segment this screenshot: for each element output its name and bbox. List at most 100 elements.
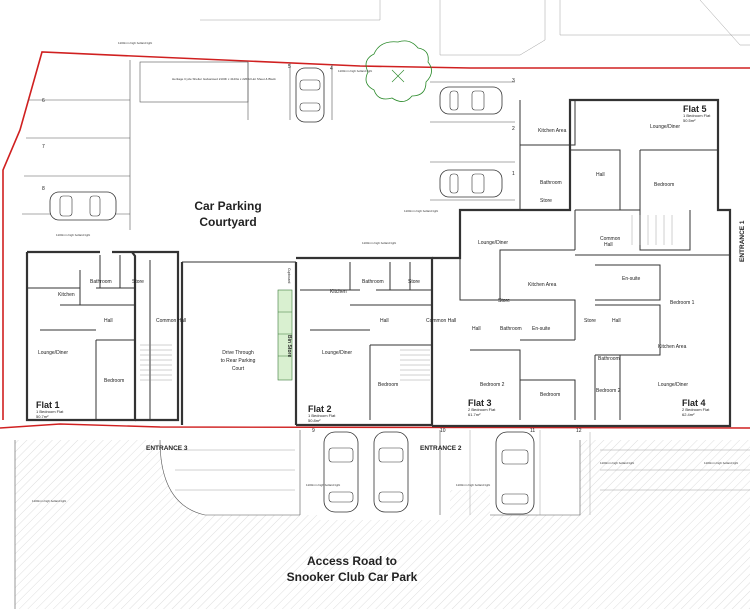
svg-text:61.7m²: 61.7m² [468, 412, 481, 417]
flat-5-label: Flat 5 1 Bedroom Flat 50.5m² [683, 104, 711, 123]
cupboard-label: Cupboard [287, 268, 291, 283]
svg-text:1100mm high bollard light: 1100mm high bollard light [404, 209, 438, 213]
svg-text:Store: Store [498, 298, 510, 304]
svg-text:Bathroom: Bathroom [362, 279, 384, 285]
svg-text:Kitchen Area: Kitchen Area [658, 344, 687, 350]
svg-text:1100mm high bollard light: 1100mm high bollard light [338, 69, 372, 73]
svg-text:Kitchen: Kitchen [58, 292, 75, 298]
flat-2-label: Flat 2 1 Bedroom Flat 50.8m² [308, 404, 336, 423]
svg-text:Flat 2: Flat 2 [308, 404, 332, 414]
drive-label-3: Court [232, 366, 245, 372]
svg-text:8: 8 [42, 186, 45, 192]
svg-text:1: 1 [512, 171, 515, 177]
svg-text:Hall: Hall [596, 172, 605, 178]
svg-text:7: 7 [42, 144, 45, 150]
svg-text:1100mm high bollard light: 1100mm high bollard light [306, 483, 340, 487]
svg-text:10: 10 [440, 428, 446, 434]
svg-text:1100mm high bollard light: 1100mm high bollard light [56, 233, 90, 237]
entrance-2-label: ENTRANCE 2 [420, 445, 462, 452]
svg-text:Flat 1: Flat 1 [36, 400, 60, 410]
car-front-2 [373, 431, 409, 513]
svg-text:Lounge/Diner: Lounge/Diner [658, 382, 688, 388]
car-right-upper [439, 86, 503, 115]
svg-text:Bathroom: Bathroom [598, 356, 620, 362]
svg-text:Bedroom: Bedroom [378, 382, 398, 388]
svg-text:Common Hall: Common Hall [156, 318, 186, 324]
bin-store: Bin Store Cupboard [277, 268, 293, 381]
svg-text:6: 6 [42, 98, 45, 104]
svg-text:62.4m²: 62.4m² [682, 412, 695, 417]
svg-text:Bedroom 2: Bedroom 2 [480, 382, 505, 388]
svg-text:Hall: Hall [380, 318, 389, 324]
svg-text:3: 3 [512, 78, 515, 84]
svg-text:Bedroom: Bedroom [540, 392, 560, 398]
svg-text:Flat 5: Flat 5 [683, 104, 707, 114]
flat-4-rooms: En-suite Bedroom 1 Hall Store Bathroom K… [584, 276, 695, 394]
svg-text:Lounge/Diner: Lounge/Diner [322, 350, 352, 356]
svg-text:Bedroom 2: Bedroom 2 [596, 388, 621, 394]
svg-text:Hall: Hall [104, 318, 113, 324]
drive-label-1: Drive Through [222, 350, 254, 356]
svg-text:Kitchen: Kitchen [330, 289, 347, 295]
svg-text:Store: Store [132, 279, 144, 285]
svg-text:Flat 3: Flat 3 [468, 398, 492, 408]
svg-text:50.8m²: 50.8m² [308, 418, 321, 423]
bin-store-label: Bin Store [286, 335, 292, 357]
svg-text:Bathroom: Bathroom [540, 180, 562, 186]
svg-text:11: 11 [530, 428, 535, 434]
svg-text:9: 9 [312, 428, 315, 434]
space-numbers: 1 2 3 4 5 6 7 8 9 10 11 12 [42, 64, 582, 434]
svg-text:2 Bedroom Flat: 2 Bedroom Flat [682, 407, 710, 412]
svg-text:50.5m²: 50.5m² [683, 118, 696, 123]
flat-3-label: Flat 3 2 Bedroom Flat 61.7m² [468, 398, 496, 417]
car-front-1 [323, 431, 359, 513]
flat-2-rooms: Kitchen Bathroom Store Hall Lounge/Diner… [322, 279, 456, 388]
flat-5-rooms: Kitchen Area Lounge/Diner Hall Bathroom … [538, 124, 680, 248]
courtyard-title-1: Car Parking [194, 199, 261, 213]
site-boundary [2, 51, 750, 420]
svg-text:Bathroom: Bathroom [500, 326, 522, 332]
svg-text:Lounge/Diner: Lounge/Diner [650, 124, 680, 130]
svg-text:2: 2 [512, 126, 515, 132]
bollard-light-notes: 1100mm high bollard light 1100mm high bo… [32, 41, 738, 503]
courtyard-title-2: Courtyard [199, 215, 256, 229]
svg-text:1100mm high bollard light: 1100mm high bollard light [32, 499, 66, 503]
svg-text:2 Bedroom Flat: 2 Bedroom Flat [468, 407, 496, 412]
svg-text:Hall: Hall [604, 242, 613, 248]
svg-text:1 Bedroom Flat: 1 Bedroom Flat [683, 113, 711, 118]
site-boundary-lower [0, 423, 750, 429]
building-walls [25, 98, 732, 428]
flat-1-label: Flat 1 1 Bedroom Flat 50.7m² [36, 400, 64, 419]
svg-text:1100mm high bollard light: 1100mm high bollard light [362, 241, 396, 245]
parked-cars [49, 67, 535, 515]
road-title-2: Snooker Club Car Park [287, 570, 418, 584]
car-left-bay [49, 191, 117, 221]
neighbour-outlines [200, 0, 750, 56]
stair-symbols [140, 215, 673, 381]
svg-text:1100mm high bollard light: 1100mm high bollard light [118, 41, 152, 45]
front-paving [175, 430, 750, 515]
svg-text:Hall: Hall [472, 326, 481, 332]
road-title-1: Access Road to [307, 554, 397, 568]
svg-text:1100mm high bollard light: 1100mm high bollard light [704, 461, 738, 465]
flat-1-rooms: Kitchen Bathroom Store Hall Lounge/Diner… [38, 279, 186, 384]
svg-text:Kitchen Area: Kitchen Area [528, 282, 557, 288]
svg-text:En-suite: En-suite [622, 276, 641, 282]
svg-text:Bathroom: Bathroom [90, 279, 112, 285]
entrance-1-label: ENTRANCE 1 [739, 220, 746, 262]
car-top-center [295, 67, 325, 123]
svg-text:1100mm high bollard light: 1100mm high bollard light [456, 483, 490, 487]
svg-text:Bedroom 1: Bedroom 1 [670, 300, 695, 306]
tree-symbol [365, 40, 432, 102]
car-right-lower [439, 169, 503, 198]
svg-text:Store: Store [540, 198, 552, 204]
car-front-3 [495, 431, 535, 515]
cycle-shelter-note: Heritage Cycle Shelter Galvanised 2100h … [172, 77, 276, 81]
svg-text:Store: Store [408, 279, 420, 285]
entrance-3-label: ENTRANCE 3 [146, 445, 188, 452]
svg-text:1 Bedroom Flat: 1 Bedroom Flat [308, 413, 336, 418]
svg-text:Hall: Hall [612, 318, 621, 324]
svg-text:En-suite: En-suite [532, 326, 551, 332]
svg-text:Bedroom: Bedroom [654, 182, 674, 188]
